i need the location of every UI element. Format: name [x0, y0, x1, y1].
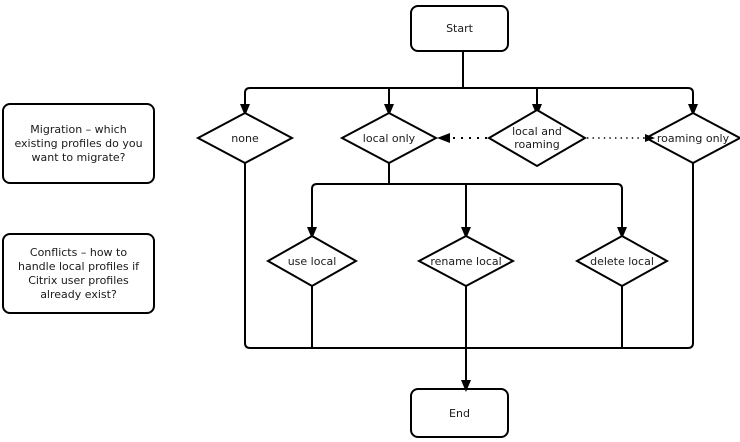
arrowhead-to-none — [240, 104, 250, 116]
note-box-migration — [2, 103, 155, 184]
decision-use-local — [265, 234, 359, 288]
arrowhead-to-delete-local — [617, 227, 627, 239]
arrowhead-to-end — [461, 380, 471, 392]
note-box-conflicts — [2, 233, 155, 314]
arrowhead-to-rename-local — [461, 227, 471, 239]
decision-delete-local — [574, 234, 670, 288]
decision-rename-local — [416, 234, 516, 288]
arrowhead-to-roaming-only-dotted — [645, 134, 655, 142]
arrowhead-to-use-local — [307, 227, 317, 239]
arrowhead-to-roaming-only — [688, 104, 698, 116]
arrowhead-to-local-only-dotted — [437, 133, 450, 143]
arrowhead-to-local-only — [384, 104, 394, 116]
decision-local-only — [339, 111, 439, 165]
connector-bottom-bus — [244, 163, 694, 349]
connector-top-bus — [244, 87, 694, 113]
decision-roaming-only — [643, 111, 740, 165]
start-terminator — [410, 5, 509, 52]
decision-none — [195, 111, 295, 165]
end-terminator — [410, 388, 509, 438]
decision-local-and-roaming — [487, 108, 587, 168]
